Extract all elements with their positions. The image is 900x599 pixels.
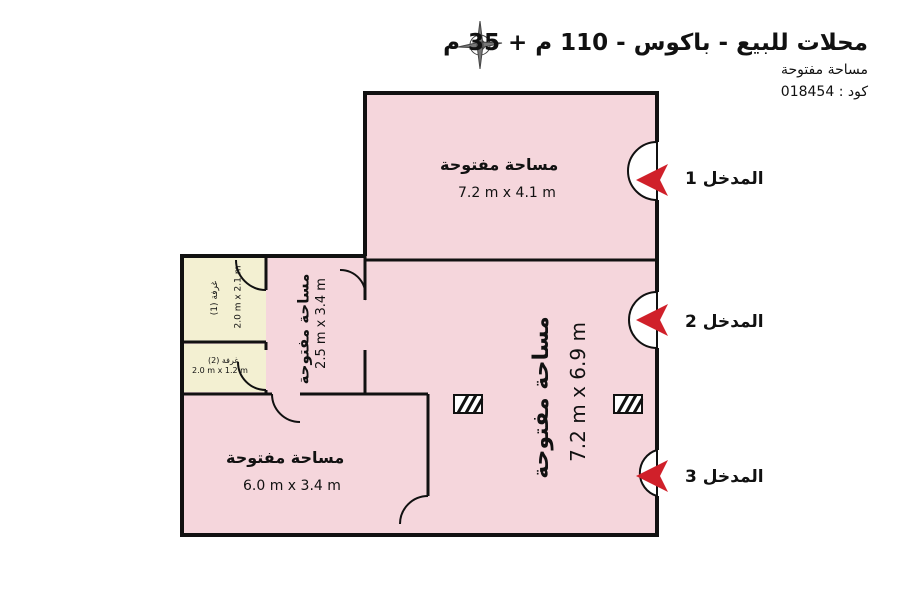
entrance-2-label: المدخل 2 <box>685 312 764 332</box>
column <box>453 394 484 414</box>
entrance-1-arrow-icon <box>636 164 668 196</box>
entrance-1-label: المدخل 1 <box>685 169 764 189</box>
outer-wall <box>363 91 659 256</box>
room-name: مساحة مفتوحة <box>440 155 559 174</box>
entrance-2-arrow-icon <box>636 304 668 336</box>
entrance-3-arrow-icon <box>636 460 668 492</box>
compass-rose-icon <box>457 20 503 70</box>
room-size: 6.0 m x 3.4 m <box>243 478 341 494</box>
listing-code: كود : 018454 <box>780 84 868 100</box>
room-size: 2.0 m x 1.2 m <box>192 366 248 375</box>
room-2-fill <box>184 344 266 392</box>
room-name: مساحة مفتوحة <box>294 273 313 385</box>
door <box>271 393 301 423</box>
room-1-fill <box>184 258 266 342</box>
room-size: 2.0 m x 2.1 m <box>233 265 244 329</box>
door <box>399 495 429 525</box>
door <box>235 259 267 291</box>
column <box>613 394 644 414</box>
room-size: 7.2 m x 6.9 m <box>565 322 590 462</box>
room-size: 2.5 m x 3.4 m <box>313 278 329 369</box>
room-size: 7.2 m x 4.1 m <box>458 185 556 201</box>
room-name: مساحة مفتوحة <box>226 448 345 467</box>
listing-subtitle: مساحة مفتوحة <box>780 62 868 78</box>
room-name: غرفة (2) <box>208 356 239 365</box>
entrance-3-label: المدخل 3 <box>685 467 764 487</box>
door <box>237 361 267 391</box>
listing-title: محلات للبيع - باكوس - 110 م + 35 م <box>443 30 868 56</box>
door <box>339 268 367 301</box>
open-area-fill <box>182 93 657 535</box>
outer-wall <box>180 254 659 537</box>
room-name: غرفة (1) <box>210 280 221 316</box>
room-name: مساحة مفتوحة <box>528 316 554 479</box>
